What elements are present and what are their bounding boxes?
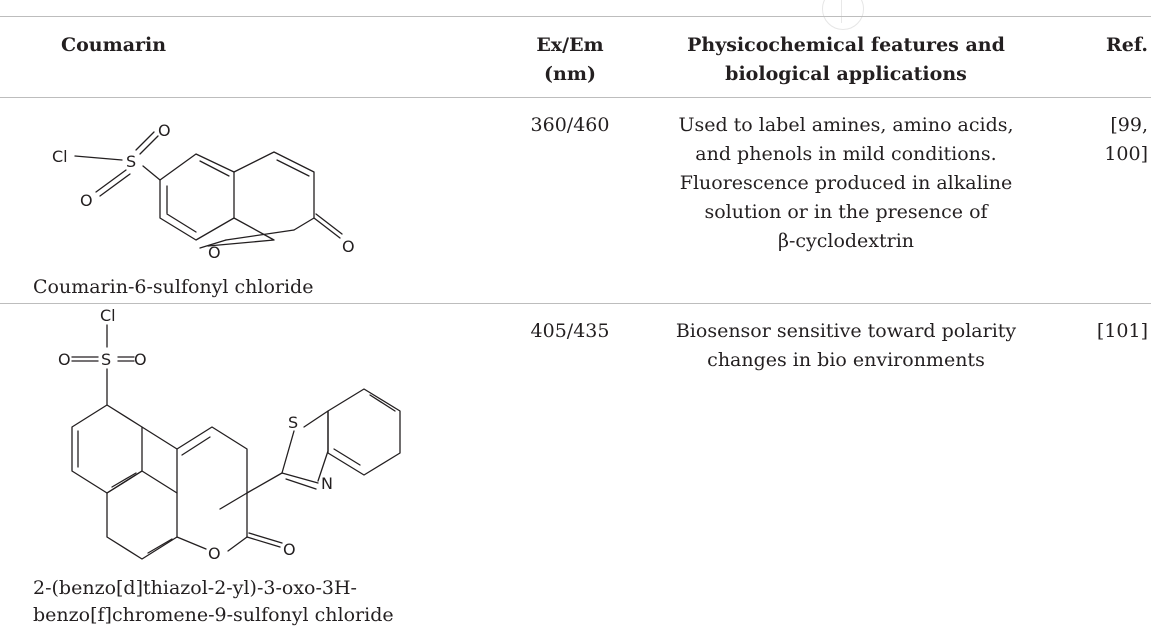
svg-text:O: O — [283, 540, 296, 559]
benzothiazolyl-chromene-sulfonyl-chloride-structure: Cl S O O S N O O — [58, 306, 401, 563]
header-features: Physicochemical features and biological … — [687, 34, 1005, 85]
coumarin-6-sulfonyl-chloride-structure: Cl S O O O O — [52, 121, 355, 262]
compound-name: Coumarin-6-sulfonyl chloride — [33, 276, 314, 298]
header-coumarin: Coumarin — [61, 34, 167, 56]
svg-text:O: O — [342, 237, 355, 256]
table-top-rule — [0, 16, 1151, 17]
svg-text:S: S — [101, 350, 111, 369]
svg-text:O: O — [208, 544, 221, 563]
header-exem: Ex/Em (nm) — [536, 34, 604, 85]
features-text: Biosensor sensitive toward polarity chan… — [675, 320, 1017, 371]
header-ref: Ref. — [1106, 34, 1148, 56]
ref-link[interactable]: [101] — [1096, 320, 1148, 342]
compound-name-line2: benzo[f]chromene-9-sulfonyl chloride — [33, 604, 394, 626]
exem-value: 360/460 — [530, 114, 610, 136]
svg-text:N: N — [321, 474, 333, 493]
svg-text:S: S — [126, 152, 136, 171]
ref-link[interactable]: [99, 100] — [1104, 114, 1148, 165]
svg-text:O: O — [158, 121, 171, 140]
compound-name-line1: 2-(benzo[d]thiazol-2-yl)-3-oxo-3H- — [33, 577, 357, 599]
row-divider — [0, 303, 1151, 304]
svg-text:O: O — [58, 350, 71, 369]
svg-text:Cl: Cl — [52, 147, 68, 166]
svg-text:O: O — [80, 191, 93, 210]
svg-text:S: S — [288, 413, 298, 432]
svg-text:O: O — [134, 350, 147, 369]
svg-text:O: O — [208, 243, 221, 262]
features-text: Used to label amines, amino acids, and p… — [678, 114, 1014, 252]
header-rule — [0, 97, 1151, 98]
watermark-logo — [822, 0, 864, 30]
exem-value: 405/435 — [530, 320, 610, 342]
svg-text:Cl: Cl — [100, 306, 116, 325]
